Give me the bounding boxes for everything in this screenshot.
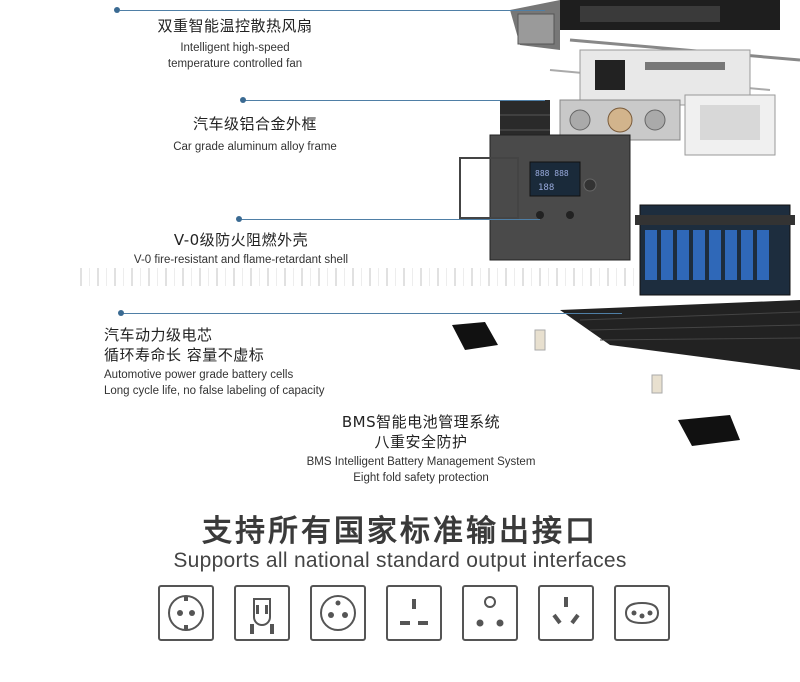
- leader-line-frame: [245, 100, 545, 101]
- feature-alloy-frame: 汽车级铝合金外框 Car grade aluminum alloy frame: [130, 114, 380, 155]
- feature-cooling-fan-title: 双重智能温控散热风扇: [157, 17, 313, 35]
- feature-cooling-fan: 双重智能温控散热风扇 Intelligent high-speed temper…: [120, 16, 350, 72]
- feature-cooling-fan-desc-line1: Intelligent high-speed: [180, 42, 290, 54]
- uk-socket-icon: [386, 585, 442, 641]
- feature-bms-desc-line1: BMS Intelligent Battery Management Syste…: [306, 456, 536, 468]
- feature-bms-title: BMS智能电池管理系统: [341, 413, 501, 431]
- french-socket-icon: [310, 585, 366, 641]
- leader-dot-frame: [240, 97, 246, 103]
- scan-artifact-stripe: [80, 268, 640, 286]
- svg-text:188: 188: [538, 183, 554, 193]
- leader-dot-shell: [236, 216, 242, 222]
- feature-cooling-fan-desc-line2: temperature controlled fan: [167, 58, 303, 70]
- schuko-socket-icon: [158, 585, 214, 641]
- leader-line-shell: [240, 219, 540, 220]
- leader-dot-fan: [114, 7, 120, 13]
- leader-line-battery: [122, 313, 622, 314]
- australia-socket-icon: [538, 585, 594, 641]
- feature-battery-cells-title: 汽车动力级电芯: [104, 326, 213, 344]
- power-station-exploded-illustration: 888 888 188: [452, 0, 800, 446]
- brazil-socket-icon: [614, 585, 670, 641]
- socket-icon-row: [158, 585, 678, 645]
- feature-bms-subtitle: 八重安全防护: [374, 433, 468, 451]
- south-africa-socket-icon: [462, 585, 518, 641]
- output-section-title: 支持所有国家标准输出接口: [202, 514, 598, 549]
- us-socket-icon: [234, 585, 290, 641]
- feature-fireproof-shell-title: V-0级防火阻燃外壳: [173, 231, 309, 249]
- feature-battery-cells: 汽车动力级电芯 循环寿命长 容量不虚标 Automotive power gra…: [104, 325, 424, 399]
- leader-dot-battery: [118, 310, 124, 316]
- feature-battery-cells-desc-line2: Long cycle life, no false labeling of ca…: [104, 385, 325, 397]
- leader-line-fan: [120, 10, 545, 11]
- feature-bms-desc-line2: Eight fold safety protection: [353, 472, 489, 484]
- feature-battery-cells-subtitle: 循环寿命长 容量不虚标: [104, 346, 265, 364]
- feature-battery-cells-desc-line1: Automotive power grade battery cells: [104, 369, 294, 381]
- feature-alloy-frame-desc: Car grade aluminum alloy frame: [173, 141, 337, 153]
- feature-fireproof-shell: V-0级防火阻燃外壳 V-0 fire-resistant and flame-…: [106, 230, 376, 268]
- feature-fireproof-shell-desc: V-0 fire-resistant and flame-retardant s…: [133, 254, 349, 266]
- feature-bms: BMS智能电池管理系统 八重安全防护 BMS Intelligent Batte…: [286, 412, 556, 486]
- output-section-subtitle: Supports all national standard output in…: [173, 549, 627, 572]
- svg-text:888 888: 888 888: [535, 169, 569, 178]
- feature-alloy-frame-title: 汽车级铝合金外框: [192, 115, 317, 133]
